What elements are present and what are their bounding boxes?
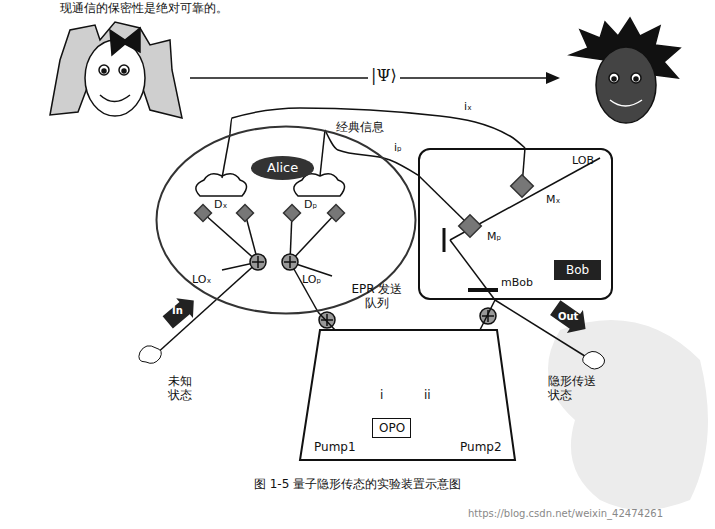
classical-info: 经典信息 [336,120,384,134]
epr-source: iiiPump1Pump2OPO [300,330,515,460]
sender-cartoon [50,22,182,118]
signal-name: iₓ [462,100,474,113]
input-arrow [139,290,202,363]
oscillator-label: LOₓ [192,273,211,286]
page-text: 现通信的保密性是绝对可靠的。 [60,1,228,15]
mirror-label: i [380,388,383,402]
state-symbol: |Ψ⟩ [368,66,400,85]
receiver-cartoon [570,18,680,123]
figure-caption: 图 1-5 量子隐形传态的实验装置示意图 [0,476,715,493]
signal-line [325,130,418,175]
mirror-label: Mₚ [487,230,501,243]
beam-splitter [250,254,496,328]
opo-box: OPO [372,418,411,438]
plate-label: mBob [501,276,533,289]
epr-label: EPR 发送队列 [350,282,404,311]
signal-line [480,300,495,330]
input-tag: In [172,305,183,317]
signal-name: iₚ [392,141,404,154]
output-arrow [495,296,605,369]
state-label: 未知状态 [168,374,194,403]
oscillator-label: LOₚ [302,273,321,286]
station-name: Bob [554,260,601,280]
station-name: Alice [251,156,314,180]
pump-label: Pump1 [314,440,356,454]
oscillator-label: LOB [572,154,594,167]
mirror-label: ii [424,388,431,402]
detector-label: Dₚ [304,198,317,211]
output-tag: Out [558,311,578,323]
signal-line [230,108,525,148]
state-label: 隐形传送状态 [548,374,600,403]
opo-label: OPO [379,421,405,435]
detector-label: Dₓ [214,198,227,211]
mirror-label: Mₓ [546,193,560,206]
watermark: https://blog.csdn.net/weixin_42474261 [468,508,663,520]
pump-label: Pump2 [460,440,502,454]
signal-line [318,312,335,330]
